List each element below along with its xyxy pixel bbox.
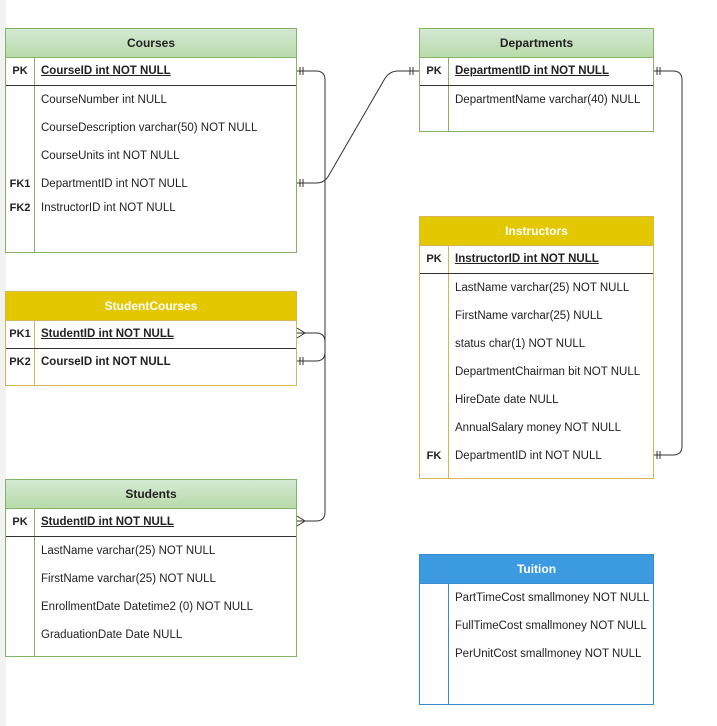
field-row[interactable]: FK1 DepartmentID int NOT NULL bbox=[6, 170, 296, 198]
key-label: PK bbox=[12, 65, 28, 77]
field-name: HireDate date NULL bbox=[455, 394, 559, 406]
field-name: EnrollmentDate Datetime2 (0) NOT NULL bbox=[41, 601, 253, 613]
entity-students[interactable]: Students PK StudentID int NOT NULL LastN… bbox=[5, 479, 297, 657]
many-marker bbox=[296, 515, 306, 527]
entity-courses[interactable]: Courses PK CourseID int NOT NULL CourseN… bbox=[5, 28, 297, 253]
pk-separator bbox=[420, 85, 653, 86]
field-name: InstructorID int NOT NULL bbox=[41, 202, 176, 214]
field-name: InstructorID int NOT NULL bbox=[455, 253, 599, 265]
key-column bbox=[420, 57, 449, 131]
field-name: PerUnitCost smallmoney NOT NULL bbox=[455, 648, 642, 660]
key-label: PK bbox=[426, 253, 442, 265]
field-row[interactable]: FullTimeCost smallmoney NOT NULL bbox=[420, 612, 653, 640]
entity-title: Instructors bbox=[420, 217, 653, 246]
entity-departments[interactable]: Departments PK DepartmentID int NOT NULL… bbox=[419, 28, 654, 132]
key-column bbox=[420, 583, 449, 704]
entity-instructors[interactable]: Instructors PK InstructorID int NOT NULL… bbox=[419, 216, 654, 479]
pk-row[interactable]: PK StudentID int NOT NULL bbox=[6, 508, 296, 536]
field-name: LastName varchar(25) NOT NULL bbox=[455, 282, 630, 294]
field-row[interactable]: FirstName varchar(25) NULL bbox=[420, 302, 653, 330]
connector-courses-studentcourses bbox=[297, 70, 326, 362]
key-label: PK2 bbox=[9, 356, 31, 368]
pk-row[interactable]: PK1 StudentID int NOT NULL bbox=[6, 320, 296, 348]
field-name: CourseDescription varchar(50) NOT NULL bbox=[41, 122, 258, 134]
key-label: PK bbox=[426, 65, 442, 77]
field-row[interactable]: FK DepartmentID int NOT NULL bbox=[420, 442, 653, 470]
field-name: CourseUnits int NOT NULL bbox=[41, 150, 180, 162]
entity-title: Courses bbox=[6, 29, 296, 58]
field-row[interactable]: CourseNumber int NULL bbox=[6, 86, 296, 114]
field-name: CourseID int NOT NULL bbox=[41, 356, 171, 368]
field-row[interactable]: PartTimeCost smallmoney NOT NULL bbox=[420, 584, 653, 612]
field-row[interactable]: EnrollmentDate Datetime2 (0) NOT NULL bbox=[6, 593, 296, 621]
pk-separator bbox=[6, 348, 296, 349]
field-name: AnnualSalary money NOT NULL bbox=[455, 422, 621, 434]
field-row[interactable]: AnnualSalary money NOT NULL bbox=[420, 414, 653, 442]
field-name: FirstName varchar(25) NULL bbox=[455, 310, 603, 322]
field-name: PartTimeCost smallmoney NOT NULL bbox=[455, 592, 650, 604]
field-row[interactable]: CourseUnits int NOT NULL bbox=[6, 142, 296, 170]
field-row[interactable]: LastName varchar(25) NOT NULL bbox=[420, 274, 653, 302]
field-row[interactable]: FirstName varchar(25) NOT NULL bbox=[6, 565, 296, 593]
field-row[interactable]: status char(1) NOT NULL bbox=[420, 330, 653, 358]
field-name: status char(1) NOT NULL bbox=[455, 338, 586, 350]
pk-separator bbox=[420, 273, 653, 274]
field-row[interactable]: PerUnitCost smallmoney NOT NULL bbox=[420, 640, 653, 668]
field-row[interactable]: DepartmentChairman bit NOT NULL bbox=[420, 358, 653, 386]
pk-row[interactable]: PK DepartmentID int NOT NULL bbox=[420, 57, 653, 85]
entity-title: Tuition bbox=[420, 555, 653, 584]
key-label: FK bbox=[426, 450, 442, 462]
field-name: CourseNumber int NULL bbox=[41, 94, 167, 106]
entity-title: Students bbox=[6, 480, 296, 509]
field-row[interactable]: LastName varchar(25) NOT NULL bbox=[6, 537, 296, 565]
field-name: DepartmentChairman bit NOT NULL bbox=[455, 366, 641, 378]
field-name: LastName varchar(25) NOT NULL bbox=[41, 545, 216, 557]
key-label: FK2 bbox=[9, 202, 31, 214]
entity-title: StudentCourses bbox=[6, 292, 296, 321]
entity-student-courses[interactable]: StudentCourses PK1 StudentID int NOT NUL… bbox=[5, 291, 297, 386]
field-name: FirstName varchar(25) NOT NULL bbox=[41, 573, 216, 585]
field-name: DepartmentID int NOT NULL bbox=[455, 450, 602, 462]
field-name: DepartmentID int NOT NULL bbox=[455, 65, 609, 77]
field-row[interactable]: DepartmentName varchar(40) NULL bbox=[420, 86, 653, 114]
field-row[interactable]: HireDate date NULL bbox=[420, 386, 653, 414]
many-marker bbox=[296, 327, 306, 339]
field-name: DepartmentID int NOT NULL bbox=[41, 178, 188, 190]
field-name: FullTimeCost smallmoney NOT NULL bbox=[455, 620, 647, 632]
field-name: StudentID int NOT NULL bbox=[41, 328, 174, 340]
field-row[interactable]: CourseDescription varchar(50) NOT NULL bbox=[6, 114, 296, 142]
field-row[interactable]: FK2 InstructorID int NOT NULL bbox=[6, 194, 296, 222]
pk-separator bbox=[6, 85, 296, 86]
key-column bbox=[6, 320, 35, 385]
key-column bbox=[6, 57, 35, 252]
canvas-left-edge bbox=[0, 0, 6, 726]
pk-row[interactable]: PK InstructorID int NOT NULL bbox=[420, 245, 653, 273]
connector-students-studentcourses bbox=[297, 332, 326, 522]
pk-row[interactable]: PK CourseID int NOT NULL bbox=[6, 57, 296, 85]
pk-row[interactable]: PK2 CourseID int NOT NULL bbox=[6, 348, 296, 376]
field-name: CourseID int NOT NULL bbox=[41, 65, 171, 77]
entity-title: Departments bbox=[420, 29, 653, 58]
field-name: GraduationDate Date NULL bbox=[41, 629, 183, 641]
key-label: PK1 bbox=[9, 328, 31, 340]
key-label: PK bbox=[12, 516, 28, 528]
field-name: DepartmentName varchar(40) NULL bbox=[455, 94, 641, 106]
connector-departments-instructors bbox=[654, 70, 683, 456]
key-column bbox=[420, 245, 449, 478]
field-name: StudentID int NOT NULL bbox=[41, 516, 174, 528]
connector-courses-departments bbox=[297, 70, 419, 184]
key-label: FK1 bbox=[9, 178, 31, 190]
pk-separator bbox=[6, 536, 296, 537]
field-row[interactable]: GraduationDate Date NULL bbox=[6, 621, 296, 649]
entity-tuition[interactable]: Tuition PartTimeCost smallmoney NOT NULL… bbox=[419, 554, 654, 705]
key-column bbox=[6, 508, 35, 656]
